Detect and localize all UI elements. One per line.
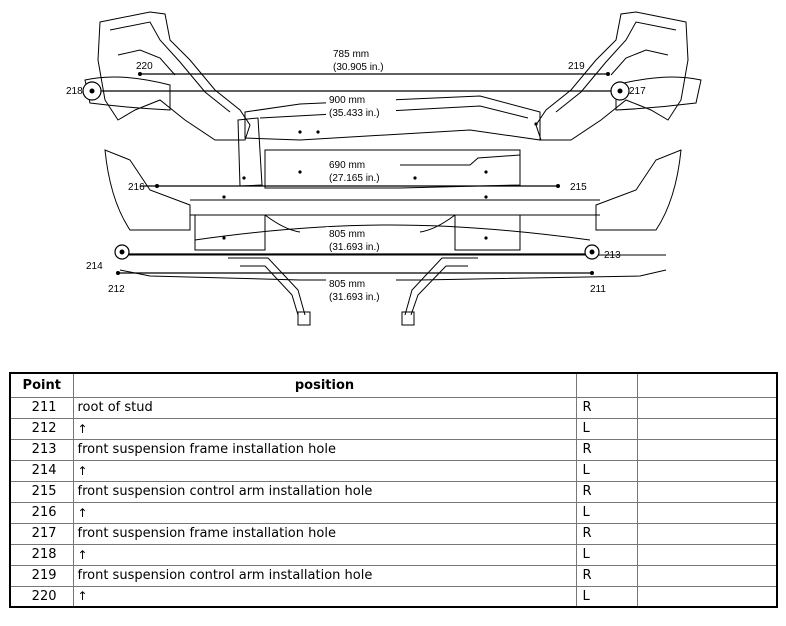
table-row: 213 front suspension frame installation … <box>9 438 778 461</box>
point-219-marker <box>606 72 610 76</box>
cell-point: 218 <box>9 543 74 566</box>
cell-side: R <box>575 438 638 461</box>
cell-side: R <box>575 522 638 545</box>
cell-point: 216 <box>9 501 74 524</box>
header-position: position <box>72 372 577 398</box>
cell-side: R <box>575 564 638 587</box>
point-211-marker <box>590 271 594 275</box>
right-tower <box>535 11 689 141</box>
dim-900-in: (35.433 in.) <box>329 108 380 119</box>
subframe-diagram: 785 mm (30.905 in.) 900 mm (35.433 in.) … <box>66 11 702 326</box>
dim-805a-mm: 805 mm <box>329 229 365 240</box>
cell-side: L <box>575 459 638 482</box>
cell-empty <box>636 438 778 461</box>
label-219: 219 <box>568 61 585 72</box>
dimension-labels: 785 mm (30.905 in.) 900 mm (35.433 in.) … <box>326 46 398 303</box>
cell-empty <box>636 480 778 503</box>
table-row: 219 front suspension control arm install… <box>9 564 778 587</box>
point-212-marker <box>116 271 120 275</box>
dim-805a-in: (31.693 in.) <box>329 242 380 253</box>
cell-empty <box>636 522 778 545</box>
header-extra <box>636 372 778 398</box>
measurement-points-table-container: Point position 211 root of stud R 212 ↑ … <box>9 372 778 608</box>
cell-side: L <box>575 501 638 524</box>
table-row: 217 front suspension frame installation … <box>9 522 778 545</box>
cell-side: L <box>575 543 638 566</box>
cell-position: ↑ <box>72 459 577 482</box>
dim-785-mm: 785 mm <box>333 49 369 60</box>
table-header-row: Point position <box>9 372 778 398</box>
cell-empty <box>636 396 778 419</box>
cell-point: 215 <box>9 480 74 503</box>
cell-position: ↑ <box>72 585 577 608</box>
point-215-marker <box>556 184 560 188</box>
table-row: 211 root of stud R <box>9 396 778 419</box>
label-211: 211 <box>590 284 606 295</box>
label-218: 218 <box>66 86 83 97</box>
header-point: Point <box>9 372 74 398</box>
cell-position: front suspension control arm installatio… <box>72 480 577 503</box>
header-side <box>575 372 638 398</box>
dim-805b-mm: 805 mm <box>329 279 365 290</box>
label-212: 212 <box>108 284 125 295</box>
cell-position: ↑ <box>72 417 577 440</box>
label-220: 220 <box>136 61 153 72</box>
left-pipe <box>228 257 306 316</box>
table-row: 216 ↑ L <box>9 501 778 524</box>
dim-785-in: (30.905 in.) <box>333 62 384 73</box>
table-row: 214 ↑ L <box>9 459 778 482</box>
cell-point: 212 <box>9 417 74 440</box>
cell-position: front suspension frame installation hole <box>72 438 577 461</box>
cell-empty <box>636 564 778 587</box>
label-217: 217 <box>629 86 646 97</box>
table-row: 215 front suspension control arm install… <box>9 480 778 503</box>
right-pipe <box>404 257 478 316</box>
cell-point: 217 <box>9 522 74 545</box>
cell-position: front suspension frame installation hole <box>72 522 577 545</box>
cell-point: 219 <box>9 564 74 587</box>
cell-point: 214 <box>9 459 74 482</box>
cell-point: 211 <box>9 396 74 419</box>
cell-position: ↑ <box>72 543 577 566</box>
cell-empty <box>636 501 778 524</box>
cell-side: L <box>575 585 638 608</box>
cell-point: 213 <box>9 438 74 461</box>
cell-empty <box>636 585 778 608</box>
dim-900-mm: 900 mm <box>329 95 365 106</box>
point-216-marker <box>155 184 159 188</box>
table-row: 220 ↑ L <box>9 585 778 608</box>
cell-empty <box>636 459 778 482</box>
cell-position: ↑ <box>72 501 577 524</box>
cell-position: front suspension control arm installatio… <box>72 564 577 587</box>
label-215: 215 <box>570 182 587 193</box>
label-214: 214 <box>86 261 103 272</box>
dim-690-in: (27.165 in.) <box>329 173 380 184</box>
left-tower <box>97 11 251 141</box>
measurement-points-table: Point position 211 root of stud R 212 ↑ … <box>9 372 778 608</box>
cell-side: R <box>575 396 638 419</box>
point-220-marker <box>138 72 142 76</box>
table-row: 212 ↑ L <box>9 417 778 440</box>
cell-point: 220 <box>9 585 74 608</box>
label-213: 213 <box>604 250 621 261</box>
cell-position: root of stud <box>72 396 577 419</box>
dim-690-mm: 690 mm <box>329 160 365 171</box>
label-216: 216 <box>128 182 145 193</box>
cell-empty <box>636 417 778 440</box>
cell-empty <box>636 543 778 566</box>
cell-side: L <box>575 417 638 440</box>
dim-805b-in: (31.693 in.) <box>329 292 380 303</box>
cell-side: R <box>575 480 638 503</box>
table-row: 218 ↑ L <box>9 543 778 566</box>
